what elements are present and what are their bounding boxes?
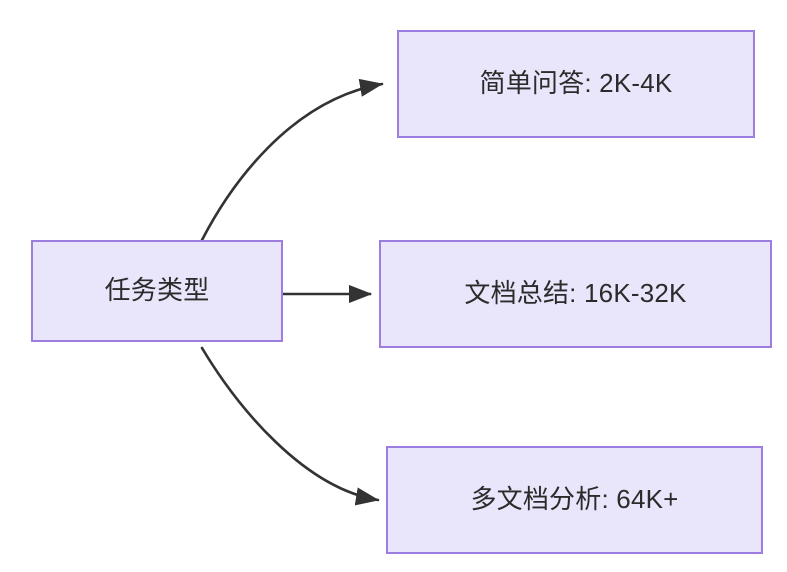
node-simple-qa[interactable]: 简单问答: 2K-4K bbox=[397, 30, 755, 138]
node-task-type[interactable]: 任务类型 bbox=[31, 240, 283, 342]
node-doc-summary[interactable]: 文档总结: 16K-32K bbox=[379, 240, 772, 348]
node-multi-doc-analysis-label: 多文档分析: 64K+ bbox=[470, 484, 679, 515]
node-doc-summary-label: 文档总结: 16K-32K bbox=[464, 278, 687, 309]
node-simple-qa-label: 简单问答: 2K-4K bbox=[479, 68, 673, 99]
edge-root-to-simple-qa bbox=[200, 78, 384, 242]
edge-root-to-multi-doc bbox=[200, 346, 380, 506]
node-multi-doc-analysis[interactable]: 多文档分析: 64K+ bbox=[386, 446, 763, 554]
node-task-type-label: 任务类型 bbox=[104, 275, 210, 306]
